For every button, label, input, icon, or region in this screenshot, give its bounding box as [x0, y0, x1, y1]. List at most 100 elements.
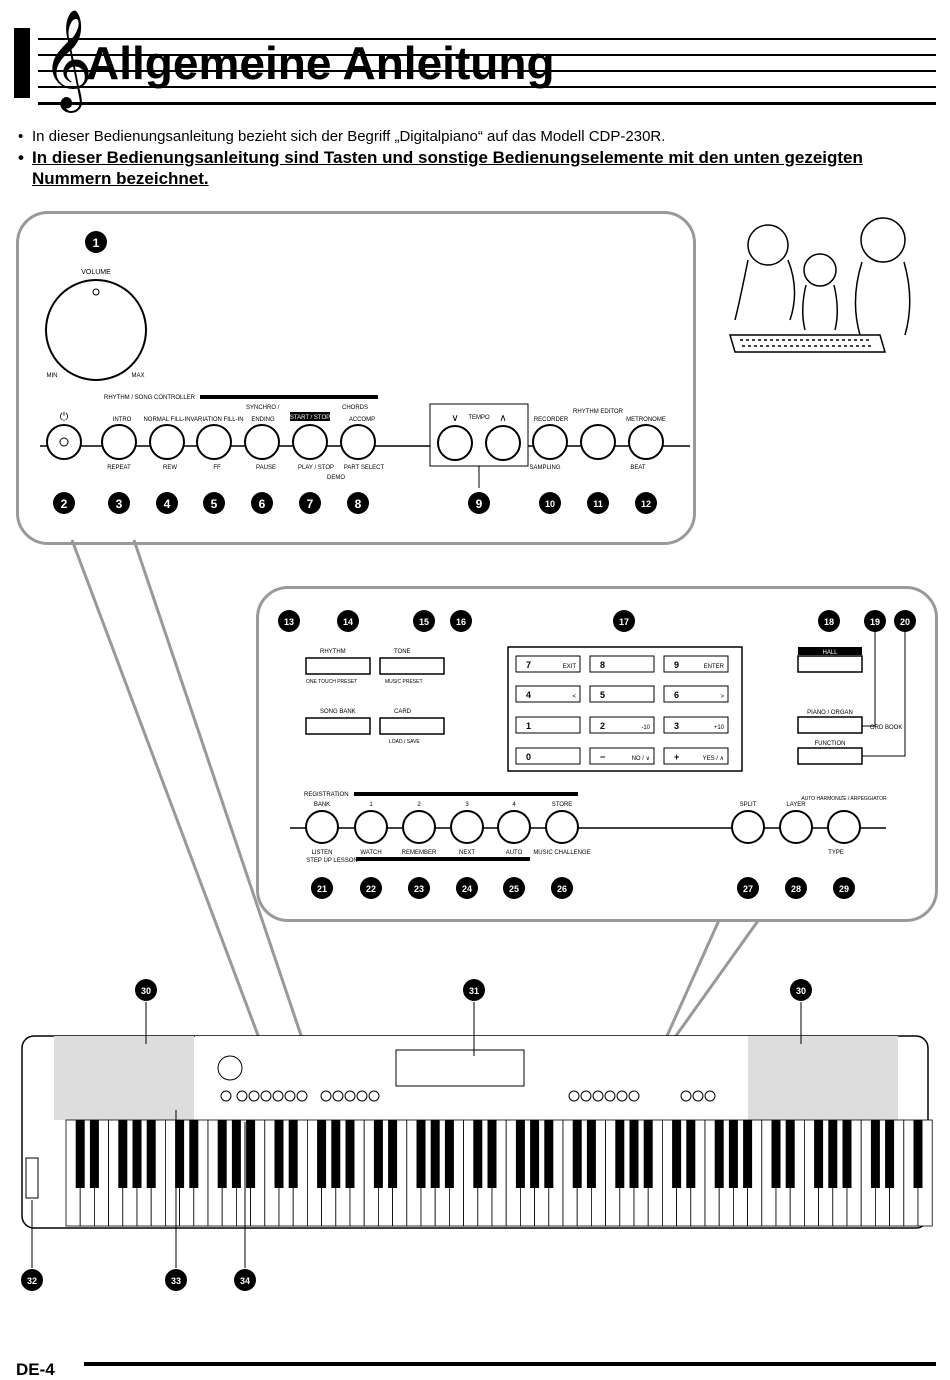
variation-fill-in-button[interactable]	[196, 424, 232, 460]
panel-mini-button[interactable]	[704, 1090, 716, 1102]
recorder-button[interactable]	[532, 424, 568, 460]
store-button[interactable]	[545, 810, 579, 844]
auto-harmonize-button[interactable]	[827, 810, 861, 844]
layer-button[interactable]	[779, 810, 813, 844]
start-stop-button[interactable]	[292, 424, 328, 460]
accomp-button[interactable]	[340, 424, 376, 460]
black-key[interactable]	[572, 1120, 582, 1188]
reg-1-button[interactable]	[354, 810, 388, 844]
ending-button[interactable]	[244, 424, 280, 460]
keypad-key[interactable]	[515, 655, 581, 673]
keypad-key[interactable]	[663, 685, 729, 703]
black-key[interactable]	[629, 1120, 639, 1188]
black-key[interactable]	[828, 1120, 838, 1188]
black-key[interactable]	[771, 1120, 781, 1188]
black-key[interactable]	[416, 1120, 426, 1188]
black-key[interactable]	[743, 1120, 753, 1188]
panel-mini-button[interactable]	[628, 1090, 640, 1102]
keypad-key[interactable]	[515, 747, 581, 765]
black-key[interactable]	[373, 1120, 383, 1188]
black-key[interactable]	[487, 1120, 497, 1188]
black-key[interactable]	[430, 1120, 440, 1188]
keypad-key[interactable]	[663, 716, 729, 734]
song-bank-button[interactable]	[305, 717, 371, 735]
panel-mini-button[interactable]	[356, 1090, 368, 1102]
power-button[interactable]	[46, 424, 82, 460]
panel-mini-button[interactable]	[332, 1090, 344, 1102]
black-key[interactable]	[586, 1120, 596, 1188]
reg-2-button[interactable]	[402, 810, 436, 844]
black-key[interactable]	[473, 1120, 483, 1188]
black-key[interactable]	[217, 1120, 227, 1188]
panel-mini-button[interactable]	[592, 1090, 604, 1102]
black-key[interactable]	[118, 1120, 128, 1188]
rhythm-button[interactable]	[305, 657, 371, 675]
black-key[interactable]	[175, 1120, 185, 1188]
keypad-key[interactable]	[589, 747, 655, 765]
panel-mini-button[interactable]	[368, 1090, 380, 1102]
pitch-bend-wheel[interactable]	[25, 1157, 39, 1199]
hall-button[interactable]	[797, 655, 863, 673]
keypad-key[interactable]	[663, 747, 729, 765]
panel-mini-button[interactable]	[296, 1090, 308, 1102]
black-key[interactable]	[75, 1120, 85, 1188]
black-key[interactable]	[913, 1120, 923, 1188]
black-key[interactable]	[785, 1120, 795, 1188]
volume-knob[interactable]	[45, 279, 147, 381]
black-key[interactable]	[842, 1120, 852, 1188]
panel-mini-button[interactable]	[344, 1090, 356, 1102]
black-key[interactable]	[515, 1120, 525, 1188]
keypad-key[interactable]	[589, 655, 655, 673]
intro-button[interactable]	[101, 424, 137, 460]
metronome-button[interactable]	[628, 424, 664, 460]
black-key[interactable]	[331, 1120, 341, 1188]
black-key[interactable]	[288, 1120, 298, 1188]
black-key[interactable]	[686, 1120, 696, 1188]
panel-mini-button[interactable]	[568, 1090, 580, 1102]
reg-4-button[interactable]	[497, 810, 531, 844]
keypad-key[interactable]	[515, 685, 581, 703]
tone-button[interactable]	[379, 657, 445, 675]
black-key[interactable]	[388, 1120, 398, 1188]
panel-mini-button[interactable]	[680, 1090, 692, 1102]
panel-mini-button[interactable]	[236, 1090, 248, 1102]
panel-mini-button[interactable]	[248, 1090, 260, 1102]
black-key[interactable]	[728, 1120, 738, 1188]
black-key[interactable]	[530, 1120, 540, 1188]
black-key[interactable]	[89, 1120, 99, 1188]
black-key[interactable]	[231, 1120, 241, 1188]
black-key[interactable]	[444, 1120, 454, 1188]
panel-mini-button[interactable]	[692, 1090, 704, 1102]
panel-mini-button[interactable]	[284, 1090, 296, 1102]
black-key[interactable]	[814, 1120, 824, 1188]
panel-mini-button[interactable]	[220, 1090, 232, 1102]
split-button[interactable]	[731, 810, 765, 844]
black-key[interactable]	[132, 1120, 142, 1188]
black-key[interactable]	[714, 1120, 724, 1188]
black-key[interactable]	[672, 1120, 682, 1188]
black-key[interactable]	[246, 1120, 256, 1188]
black-key[interactable]	[643, 1120, 653, 1188]
black-key[interactable]	[146, 1120, 156, 1188]
black-key[interactable]	[544, 1120, 554, 1188]
black-key[interactable]	[189, 1120, 199, 1188]
keypad-key[interactable]	[515, 716, 581, 734]
tempo-up-button[interactable]	[485, 425, 521, 461]
panel-mini-button[interactable]	[260, 1090, 272, 1102]
panel-mini-button[interactable]	[580, 1090, 592, 1102]
reg-3-button[interactable]	[450, 810, 484, 844]
keypad-key[interactable]	[589, 685, 655, 703]
rhythm-editor-button[interactable]	[580, 424, 616, 460]
black-key[interactable]	[870, 1120, 880, 1188]
black-key[interactable]	[345, 1120, 355, 1188]
panel-mini-button[interactable]	[320, 1090, 332, 1102]
keypad-key[interactable]	[589, 716, 655, 734]
tempo-down-button[interactable]	[437, 425, 473, 461]
panel-mini-button[interactable]	[272, 1090, 284, 1102]
black-key[interactable]	[274, 1120, 284, 1188]
keypad-key[interactable]	[663, 655, 729, 673]
black-key[interactable]	[885, 1120, 895, 1188]
black-key[interactable]	[615, 1120, 625, 1188]
black-key[interactable]	[317, 1120, 327, 1188]
panel-mini-button[interactable]	[604, 1090, 616, 1102]
